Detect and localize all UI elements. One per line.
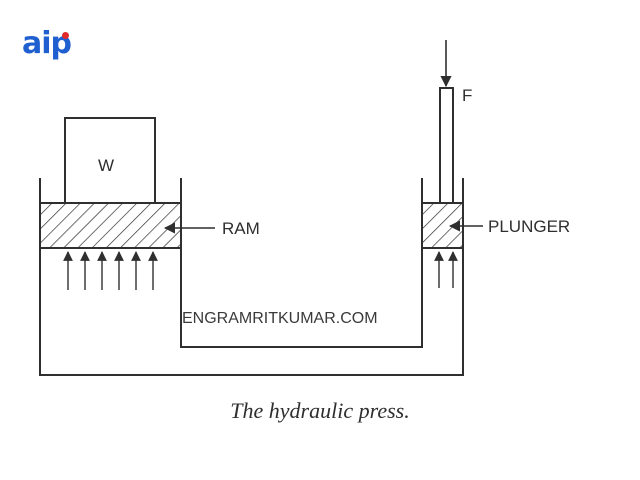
ram-pressure-arrows <box>63 251 158 290</box>
force-label: F <box>462 86 473 105</box>
vessel-outline <box>39 178 464 376</box>
logo-red-dot <box>62 32 69 39</box>
logo-text: aip <box>22 26 72 61</box>
watermark-text: ENGRAMRITKUMAR.COM <box>182 310 378 327</box>
ram-label: RAM <box>222 219 260 238</box>
weight-label: W <box>98 156 115 175</box>
ram-piston <box>39 202 182 249</box>
plunger-pressure-arrows <box>434 251 458 288</box>
weight-block <box>64 117 156 204</box>
plunger-label: PLUNGER <box>488 217 571 236</box>
plunger-rod <box>439 87 454 204</box>
figure-caption: The hydraulic press. <box>230 398 410 423</box>
